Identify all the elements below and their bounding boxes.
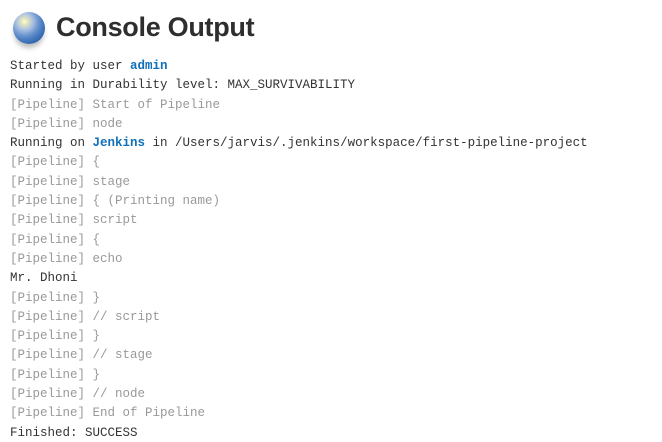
console-text: Finished: SUCCESS [10,425,138,440]
pipeline-annotation-text: [Pipeline] } [10,290,101,305]
pipeline-annotation-text: [Pipeline] script [10,213,138,228]
console-line: [Pipeline] { [10,153,662,172]
console-line: [Pipeline] { (Printing name) [10,192,662,211]
pipeline-annotation-text: [Pipeline] { [10,155,101,170]
console-line: Running on Jenkins in /Users/jarvis/.jen… [10,134,662,153]
console-line: [Pipeline] } [10,289,662,308]
page-title: Console Output [56,12,255,42]
build-status-blue-ball-icon [13,11,45,44]
pipeline-annotation-text: [Pipeline] node [10,116,123,131]
console-line: Mr. Dhoni [10,269,662,288]
console-text: Mr. Dhoni [10,271,78,286]
console-line: [Pipeline] { [10,231,662,250]
console-line: [Pipeline] Start of Pipeline [10,96,662,115]
console-line: [Pipeline] // node [10,385,662,404]
console-line: [Pipeline] End of Pipeline [10,404,662,423]
console-text: in /Users/jarvis/.jenkins/workspace/firs… [145,136,588,151]
pipeline-annotation-text: [Pipeline] // node [10,387,146,402]
pipeline-annotation-text: [Pipeline] End of Pipeline [10,406,206,421]
console-line: [Pipeline] // stage [10,346,662,365]
console-line: [Pipeline] script [10,211,662,230]
node-jenkins-link[interactable]: Jenkins [92,136,146,151]
user-admin-link[interactable]: admin [130,59,168,73]
console-line: Running in Durability level: MAX_SURVIVA… [10,76,662,95]
pipeline-annotation-text: [Pipeline] { (Printing name) [10,194,221,209]
console-line: [Pipeline] echo [10,250,662,269]
console-text: Started by user [10,59,131,73]
console-line: [Pipeline] } [10,327,662,346]
pipeline-annotation-text: [Pipeline] // script [10,309,161,324]
pipeline-annotation-text: [Pipeline] } [10,367,101,382]
pipeline-annotation-text: [Pipeline] } [10,329,101,344]
console-line: [Pipeline] stage [10,173,662,192]
console-line: Started by user admin [10,57,662,76]
pipeline-annotation-text: [Pipeline] Start of Pipeline [10,97,221,112]
pipeline-annotation-text: [Pipeline] { [10,232,101,247]
console-line: Finished: SUCCESS [10,424,662,442]
pipeline-annotation-text: [Pipeline] echo [10,251,123,266]
console-line: [Pipeline] node [10,115,662,134]
console-text: Running in Durability level: MAX_SURVIVA… [10,78,356,93]
page-header: Console Output [0,0,662,48]
console-line: [Pipeline] // script [10,308,662,327]
console-line: [Pipeline] } [10,366,662,385]
pipeline-annotation-text: [Pipeline] // stage [10,348,153,363]
pipeline-annotation-text: [Pipeline] stage [10,174,131,189]
console-text: Running on [10,136,93,151]
